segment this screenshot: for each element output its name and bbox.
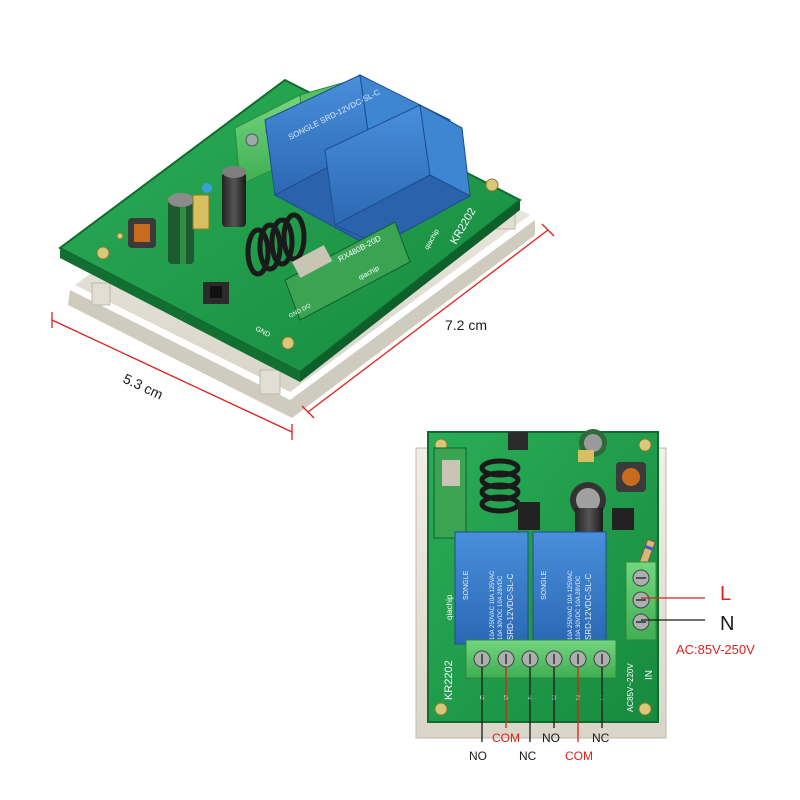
- bottom-ic-2: [612, 508, 634, 530]
- bottom-ic-1: [518, 502, 540, 530]
- top-relay-2: [324, 104, 472, 246]
- bottom-relay-2-brand: SONGLE: [541, 570, 548, 600]
- width-label: 5.3 cm: [121, 370, 166, 402]
- bottom-relay-2-rating-1: 10A 250VAC 10A 125VAC: [568, 570, 574, 640]
- top-push-button: [203, 282, 229, 304]
- input-wires: [641, 597, 705, 621]
- top-rf-module: RX480B-20D qiachip GND DO: [284, 221, 411, 321]
- top-capacitors: [168, 166, 246, 264]
- input-terminal-block: [625, 561, 657, 641]
- bottom-relay-1-brand: SONGLE: [463, 570, 470, 600]
- terminal-label-L: L: [720, 583, 731, 605]
- bottom-rf-module: [433, 447, 467, 539]
- dimension-lines: [51, 223, 555, 440]
- bottom-relay-1-model: SRD-12VDC-SL-C: [506, 574, 515, 640]
- bottom-relay-1: SONGLE SRD-12VDC-SL-C 10A 250VAC 10A 125…: [454, 531, 529, 645]
- bottom-capacitors: [570, 429, 607, 538]
- output-wires: [481, 667, 603, 742]
- terminal-label-N: N: [720, 613, 734, 635]
- bottom-board: SONGLE SRD-12VDC-SL-C 10A 250VAC 10A 125…: [415, 429, 667, 739]
- bottom-brand-text: qiachip: [445, 594, 454, 620]
- bottom-inductor: [616, 462, 646, 492]
- top-board-standoffs: [91, 206, 516, 395]
- bottom-relay-1-rating-1: 10A 250VAC 10A 125VAC: [490, 570, 496, 640]
- output-label-no: NO: [542, 731, 560, 745]
- bottom-push-button: [508, 432, 528, 450]
- bottom-relay-2-model: SRD-12VDC-SL-C: [584, 574, 593, 640]
- top-antenna-coil: [245, 212, 307, 277]
- output-terminal-block: [465, 639, 617, 679]
- bottom-in-text: IN: [644, 670, 655, 680]
- top-inductor: [128, 218, 156, 248]
- output-label-nc: NC: [592, 731, 610, 745]
- width-dimension-line: [51, 319, 293, 433]
- output-label-nc: NC: [519, 749, 537, 763]
- length-dimension-line: [307, 229, 549, 413]
- bottom-relay-1-rating-2: 10A 30VDC 10A 28VDC: [498, 575, 504, 640]
- bottom-relay-2: SONGLE SRD-12VDC-SL-C 10A 250VAC 10A 125…: [532, 531, 607, 645]
- output-label-com: COM: [565, 749, 593, 763]
- output-label-no: NO: [469, 749, 487, 763]
- bottom-voltage-text: AC85V~220V: [626, 663, 635, 712]
- output-label-com: COM: [492, 731, 520, 745]
- output-labels: NO COM NC NO COM NC: [469, 731, 610, 763]
- bottom-model-text: KR2202: [443, 660, 455, 700]
- top-board: SONGLE SRD-12VDC-SL-C RX480B-20D: [58, 74, 535, 418]
- bottom-relay-2-rating-2: 10A 30VDC 10A 28VDC: [576, 575, 582, 640]
- length-label: 7.2 cm: [445, 317, 487, 333]
- ac-range-label: AC:85V-250V: [676, 642, 755, 657]
